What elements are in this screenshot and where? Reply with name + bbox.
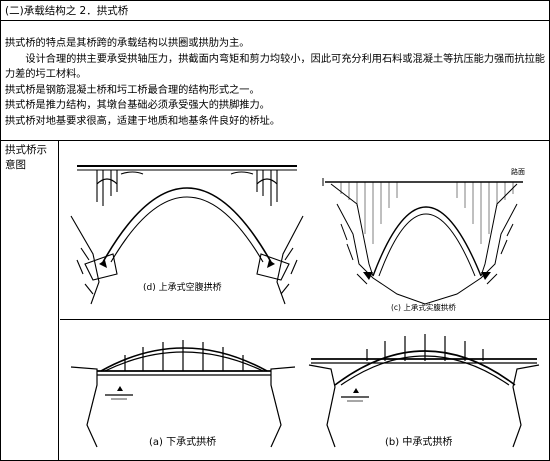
figure-b-caption: (b) 中承式拱桥: [385, 435, 452, 448]
figure-b-half-through-arch: (b) 中承式拱桥: [308, 334, 540, 448]
figure-a-caption: (a) 下承式拱桥: [149, 435, 216, 448]
section-title: (二)承载结构之 2．拱式桥: [1, 1, 549, 21]
figure-c-solid-spandrel-arch: 路面 (c) 上承式实腹拱桥: [322, 167, 525, 312]
figure-label: 拱式桥示意图: [1, 141, 59, 460]
paragraph-4: 拱式桥是钢筋混凝土桥和圬工桥最合理的结构形式之一。: [5, 84, 260, 96]
figure-c-caption: (c) 上承式实腹拱桥: [391, 302, 456, 312]
paragraph-1: 拱式桥的特点是其桥跨的承载结构以拱圈或拱肋为主。: [5, 38, 250, 49]
paragraph-6: 拱式桥对地基要求很高，适建于地质和地基条件良好的桥址。: [5, 115, 281, 127]
description-text: 拱式桥的特点是其桥跨的承载结构以拱圈或拱肋为主。 设计合理的拱主要承受拱轴压力，…: [1, 22, 549, 141]
paragraph-3: 力差的圬工材料。: [5, 69, 87, 80]
figure-d-open-spandrel-arch: (d) 上承式空腹拱桥: [70, 165, 304, 305]
figure-divider: [60, 319, 549, 320]
paragraph-2: 设计合理的拱主要承受拱轴压力，拱截面内弯矩和剪力均较小，因此可充分利用石料或混凝…: [25, 53, 545, 65]
figure-d-caption: (d) 上承式空腹拱桥: [143, 281, 222, 293]
figure-c-road-label: 路面: [511, 167, 525, 176]
paragraph-5: 拱式桥是推力结构，其墩台基础必须承受强大的拱脚推力。: [5, 100, 270, 111]
figure-a-through-arch: (a) 下承式拱桥: [70, 340, 296, 448]
